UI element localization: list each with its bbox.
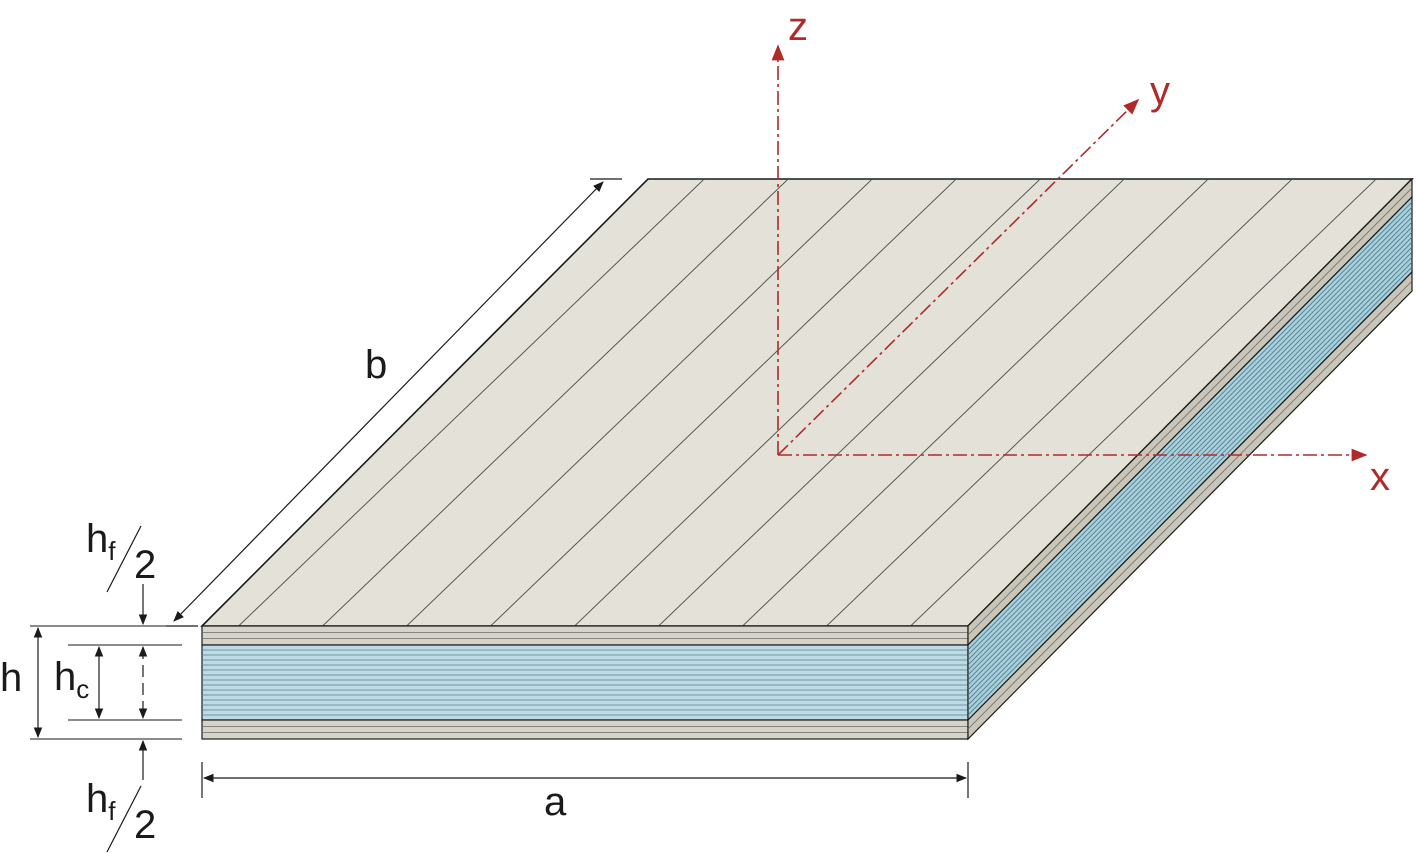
hatch-line — [895, 179, 1397, 626]
svg-text:hf: hf — [86, 517, 116, 566]
hatch-line — [559, 179, 1061, 626]
hatch-line — [968, 251, 1412, 701]
dimension-label-a: a — [544, 780, 567, 824]
front-bottom-face-sheet-lines — [202, 726, 968, 733]
hatch-line — [968, 216, 1412, 666]
hatch-line — [968, 221, 1412, 671]
hatch-line — [968, 256, 1412, 706]
dimension-label-b: b — [365, 343, 387, 387]
hatch-line — [968, 261, 1412, 711]
hatch-line — [727, 179, 1229, 626]
hatch-line — [968, 236, 1412, 686]
side-core-lines — [968, 201, 1412, 716]
side-top-sheet-mid-line — [967, 187, 1413, 636]
dimension-label-hc: hc — [54, 655, 89, 704]
front-top-face-sheet — [201, 625, 969, 646]
axis-label-x: x — [1370, 455, 1390, 499]
hatch-line — [643, 179, 1145, 626]
hatch-line — [968, 241, 1412, 691]
front-bottom-face-sheet — [201, 719, 969, 740]
svg-text:2: 2 — [134, 543, 156, 587]
dimension-label-h: h — [0, 656, 22, 700]
dimension-label-hf-top: hf 2 — [86, 517, 156, 593]
hatch-line — [968, 246, 1412, 696]
coordinate-axes — [771, 44, 1368, 462]
front-core-lines — [202, 649, 968, 716]
y-axis-line — [777, 98, 1140, 456]
dimension-a — [201, 762, 969, 798]
dimension-label-hf-bottom: hf 2 — [86, 777, 156, 853]
svg-text:2: 2 — [134, 803, 156, 847]
svg-text:hf: hf — [86, 777, 116, 826]
hatch-line — [968, 201, 1412, 651]
side-bottom-sheet-mid-line — [967, 280, 1413, 730]
hatch-line — [968, 206, 1412, 656]
hatch-line — [968, 231, 1412, 681]
hatch-line — [968, 226, 1412, 676]
front-core — [201, 644, 969, 721]
hatch-line — [968, 266, 1412, 716]
axis-label-z: z — [788, 5, 808, 49]
thickness-extension-lines — [30, 625, 182, 740]
hatch-line — [968, 211, 1412, 661]
hatch-line — [811, 179, 1313, 626]
front-top-face-sheet-lines — [202, 632, 968, 639]
axis-label-y: y — [1150, 69, 1170, 113]
